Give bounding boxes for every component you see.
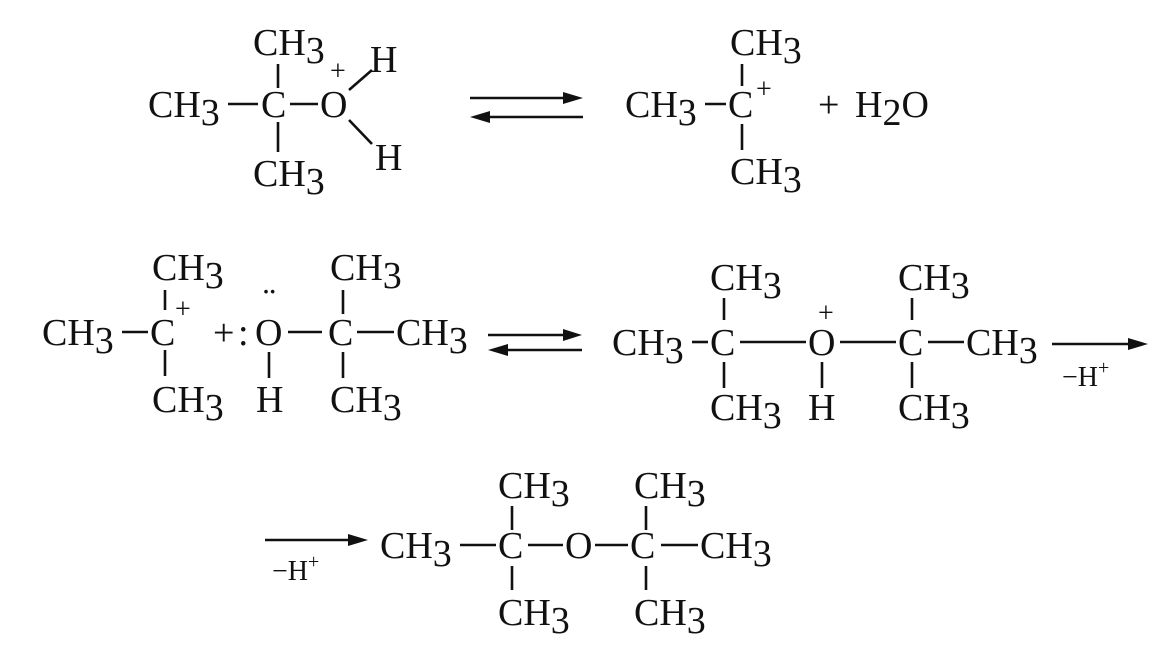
atom-label: CH3 [634,465,706,515]
atom-label: C [630,525,655,567]
atom-label: C [710,322,735,364]
plus-sign: + [818,84,839,126]
atom-label: CH3 [634,592,706,642]
deprotonation-arrow-1: −H+ [1052,338,1148,393]
arrow-label: −H+ [272,551,319,587]
plus-sign: + [213,312,234,354]
atom-label: O [808,322,835,364]
atom-label: O [565,525,592,567]
atom-label: CH3 [898,257,970,307]
charge-label: + [330,56,346,87]
atom-label: CH3 [898,387,970,437]
atom-label: CH3 [625,84,697,134]
atom-label: C [728,84,753,126]
atom-label: C [898,322,923,364]
atom-label: CH3 [498,465,570,515]
protonated-tert-butanol: CH3 CH3 C O + H H CH3 [148,22,402,203]
atom-label: CH3 [42,312,114,362]
protonated-di-tert-butyl-ether: CH3 CH3 C CH3 O + H CH3 C CH3 CH3 [612,257,1038,437]
water: H2O [855,84,929,134]
bond [348,119,373,145]
atom-label: CH3 [710,257,782,307]
atom-label: H [375,137,402,179]
atom-label: CH3 [330,247,402,297]
atom-label: CH3 [148,84,220,134]
atom-label: CH3 [612,322,684,372]
arrow-head [470,111,490,123]
lone-pair: : [238,312,249,354]
tert-butanol: : O ¨ H CH3 C CH3 CH3 [238,247,468,429]
di-tert-butyl-ether: CH3 CH3 C O CH3 C CH3 CH3 CH3 [380,465,772,642]
atom-label: CH3 [380,525,452,575]
arrow-head [563,92,583,104]
atom-label: CH3 [730,151,802,201]
atom-label: C [328,312,353,354]
tert-butyl-cation-2: CH3 CH3 C + CH3 [42,247,224,429]
atom-label: C [150,312,175,354]
atom-label: CH3 [730,22,802,72]
atom-label: CH3 [966,322,1038,372]
deprotonation-arrow-2: −H+ [265,534,368,587]
tert-butyl-cation: CH3 CH3 C + CH3 + H2O [625,22,929,201]
arrow-head [563,329,582,341]
charge-label: + [818,298,834,329]
atom-label: C [498,525,523,567]
atom-label: CH3 [700,525,772,575]
atom-label: H [256,379,283,421]
charge-label: + [756,74,772,105]
atom-label: H [808,387,835,429]
atom-label: CH3 [152,247,224,297]
atom-label: O [255,312,282,354]
arrow-label: −H+ [1062,357,1109,393]
atom-label: CH3 [330,379,402,429]
equilibrium-arrow-1 [470,92,583,123]
atom-label: CH3 [152,379,224,429]
charge-label: + [175,294,191,325]
atom-label: O [320,84,347,126]
atom-label: CH3 [710,387,782,437]
atom-label: CH3 [253,153,325,203]
atom-label: C [261,84,286,126]
arrow-head [348,534,368,546]
equilibrium-arrow-2 [488,329,582,356]
atom-label: H [370,39,397,81]
atom-label: CH3 [253,22,325,72]
lone-pair: ¨ [263,281,276,323]
bond [348,69,373,91]
arrow-head [488,344,508,356]
arrow-head [1128,338,1148,350]
atom-label: CH3 [498,592,570,642]
atom-label: CH3 [396,312,468,362]
